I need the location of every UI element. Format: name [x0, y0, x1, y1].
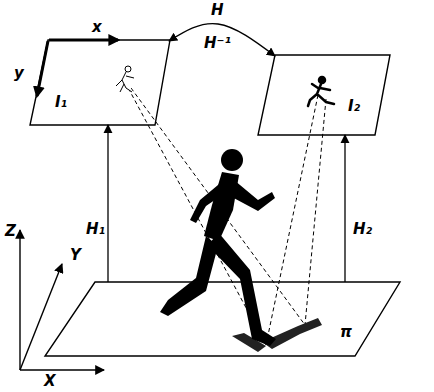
axis-label: y: [14, 66, 24, 81]
image-plane: I₁: [30, 40, 170, 125]
homography-label: H⁻¹: [204, 36, 231, 51]
plane-outline: [30, 40, 170, 125]
homography-arrow: [107, 125, 108, 282]
plane-name: I₂: [348, 99, 360, 114]
homography-arrow: [169, 24, 275, 56]
runner-shadow: [232, 318, 322, 352]
runner-silhouette: [160, 149, 276, 346]
ground-plane: π: [45, 282, 400, 356]
homography-arrow: [344, 135, 345, 282]
axis-label: x: [92, 20, 102, 35]
image-axes: [37, 40, 118, 96]
world-axes: [20, 230, 104, 370]
homography-label: H₁: [86, 222, 105, 237]
axis-label: Y: [70, 248, 81, 263]
plane-name: I₁: [55, 95, 67, 110]
axis-label: X: [44, 374, 56, 389]
image-plane: I₂: [258, 55, 390, 135]
plane-outline: [258, 55, 390, 135]
homography-label: H₂: [353, 222, 372, 237]
runner-image: [116, 66, 134, 92]
homography-label: H: [211, 3, 224, 18]
runner-image: [308, 77, 334, 106]
plane-outline: [45, 282, 400, 356]
plane-name: π: [340, 325, 352, 340]
axis-label: Z: [5, 224, 16, 239]
